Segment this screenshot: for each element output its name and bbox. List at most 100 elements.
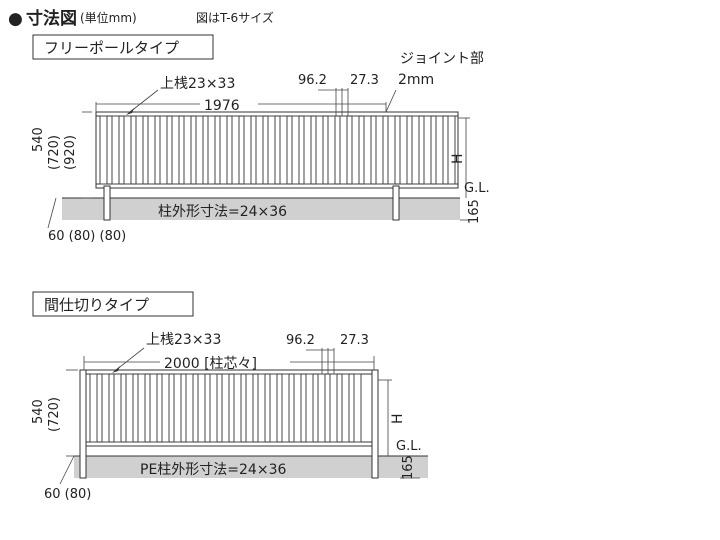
section1-foot-leader	[47, 197, 57, 229]
fence-slat	[305, 373, 314, 443]
fence-slat	[147, 115, 156, 185]
section1-label: フリーポールタイプ	[44, 39, 179, 57]
section1-post-size: 柱外形寸法=24×36	[158, 204, 287, 220]
fence-slat	[173, 373, 182, 443]
fence-slat	[135, 115, 144, 185]
section2-height-540: 540	[31, 399, 46, 424]
fence-slat	[231, 115, 240, 185]
section2-dim-left: 96.2	[286, 333, 315, 348]
fence-slat	[123, 115, 132, 185]
section1-joint-label: ジョイント部	[400, 51, 484, 67]
section1-label-box	[32, 34, 214, 60]
section2-depth: 165	[401, 455, 416, 480]
section1-gl-label: G.L.	[464, 181, 490, 196]
section2-label-box	[32, 291, 194, 317]
fence-slat	[317, 373, 326, 443]
fence-slat	[195, 115, 204, 185]
section1-joint-leader	[385, 89, 397, 113]
section2-foot-dims: 60 (80)	[44, 487, 91, 502]
fence-slat	[315, 115, 324, 185]
fence-slat	[171, 115, 180, 185]
fence-slat	[161, 373, 170, 443]
section1-height-540: 540	[31, 127, 46, 152]
section1-slats	[99, 115, 456, 185]
fence-slat	[221, 373, 230, 443]
section1-left-post	[103, 185, 111, 221]
fence-slat	[269, 373, 278, 443]
section1-top-rail-arrow	[126, 108, 134, 115]
fence-slat	[291, 115, 300, 185]
fence-slat	[197, 373, 206, 443]
fence-slat	[255, 115, 264, 185]
fence-slat	[341, 373, 350, 443]
fence-slat	[233, 373, 242, 443]
section1-right-post	[392, 185, 400, 221]
fence-slat	[257, 373, 266, 443]
fence-slat	[303, 115, 312, 185]
fence-slat	[243, 115, 252, 185]
fence-slat	[327, 115, 336, 185]
header-title: 寸法図	[26, 8, 77, 29]
section1-ground	[62, 198, 460, 220]
fence-slat	[137, 373, 146, 443]
section2-slats	[89, 373, 362, 443]
fence-slat	[185, 373, 194, 443]
fence-slat	[219, 115, 228, 185]
fence-slat	[113, 373, 122, 443]
section1-width: 1976	[204, 98, 240, 114]
section2-foot-leader	[59, 455, 75, 485]
section2-top-rail-arrow	[112, 366, 120, 373]
section1-panel-frame	[95, 111, 459, 189]
section2-post-size: PE柱外形寸法=24×36	[140, 462, 286, 478]
section1-h-label: H	[450, 153, 466, 164]
fence-slat	[101, 373, 110, 443]
fence-slat	[399, 115, 408, 185]
fence-slat	[375, 115, 384, 185]
section2-gl-label: G.L.	[396, 439, 422, 454]
fence-slat	[99, 115, 108, 185]
section2-h-label: H	[390, 413, 406, 424]
fence-slat	[125, 373, 134, 443]
header-bullet: ●	[8, 9, 23, 29]
header-note: 図はT-6サイズ	[196, 10, 274, 25]
section1-depth: 165	[467, 199, 482, 224]
section1-height-720: (720)	[47, 135, 62, 170]
fence-slat	[363, 115, 372, 185]
section2-top-rail: 上桟23×33	[146, 332, 221, 348]
section1-dim-left: 96.2	[298, 73, 327, 88]
section2-label: 間仕切りタイプ	[44, 296, 149, 314]
fence-slat	[339, 115, 348, 185]
section2-ground	[74, 456, 428, 478]
section2-width: 2000 [柱芯々]	[164, 356, 257, 372]
section2-right-post	[371, 369, 379, 479]
section1-top-rail: 上桟23×33	[160, 76, 235, 92]
fence-slat	[351, 115, 360, 185]
section2-height-720: (720)	[47, 397, 62, 432]
fence-slat	[245, 373, 254, 443]
section2-dim-right: 27.3	[340, 333, 369, 348]
fence-slat	[209, 373, 218, 443]
fence-slat	[111, 115, 120, 185]
fence-slat	[293, 373, 302, 443]
fence-slat	[89, 373, 98, 443]
fence-slat	[435, 115, 444, 185]
section1-top-rail-leader	[129, 89, 159, 113]
section2-top-rail-leader	[115, 347, 145, 371]
fence-slat	[183, 115, 192, 185]
section1-dim-right: 27.3	[350, 73, 379, 88]
header-unit: (単位mm)	[80, 10, 137, 25]
section2-left-post	[79, 369, 87, 479]
fence-slat	[267, 115, 276, 185]
fence-slat	[329, 373, 338, 443]
fence-slat	[281, 373, 290, 443]
fence-slat	[353, 373, 362, 443]
section1-height-920: (920)	[63, 135, 78, 170]
fence-slat	[447, 115, 456, 185]
fence-slat	[207, 115, 216, 185]
section1-joint-value: 2mm	[398, 72, 434, 88]
section1-foot-dims: 60 (80) (80)	[48, 229, 126, 244]
fence-slat	[149, 373, 158, 443]
fence-slat	[387, 115, 396, 185]
fence-slat	[423, 115, 432, 185]
